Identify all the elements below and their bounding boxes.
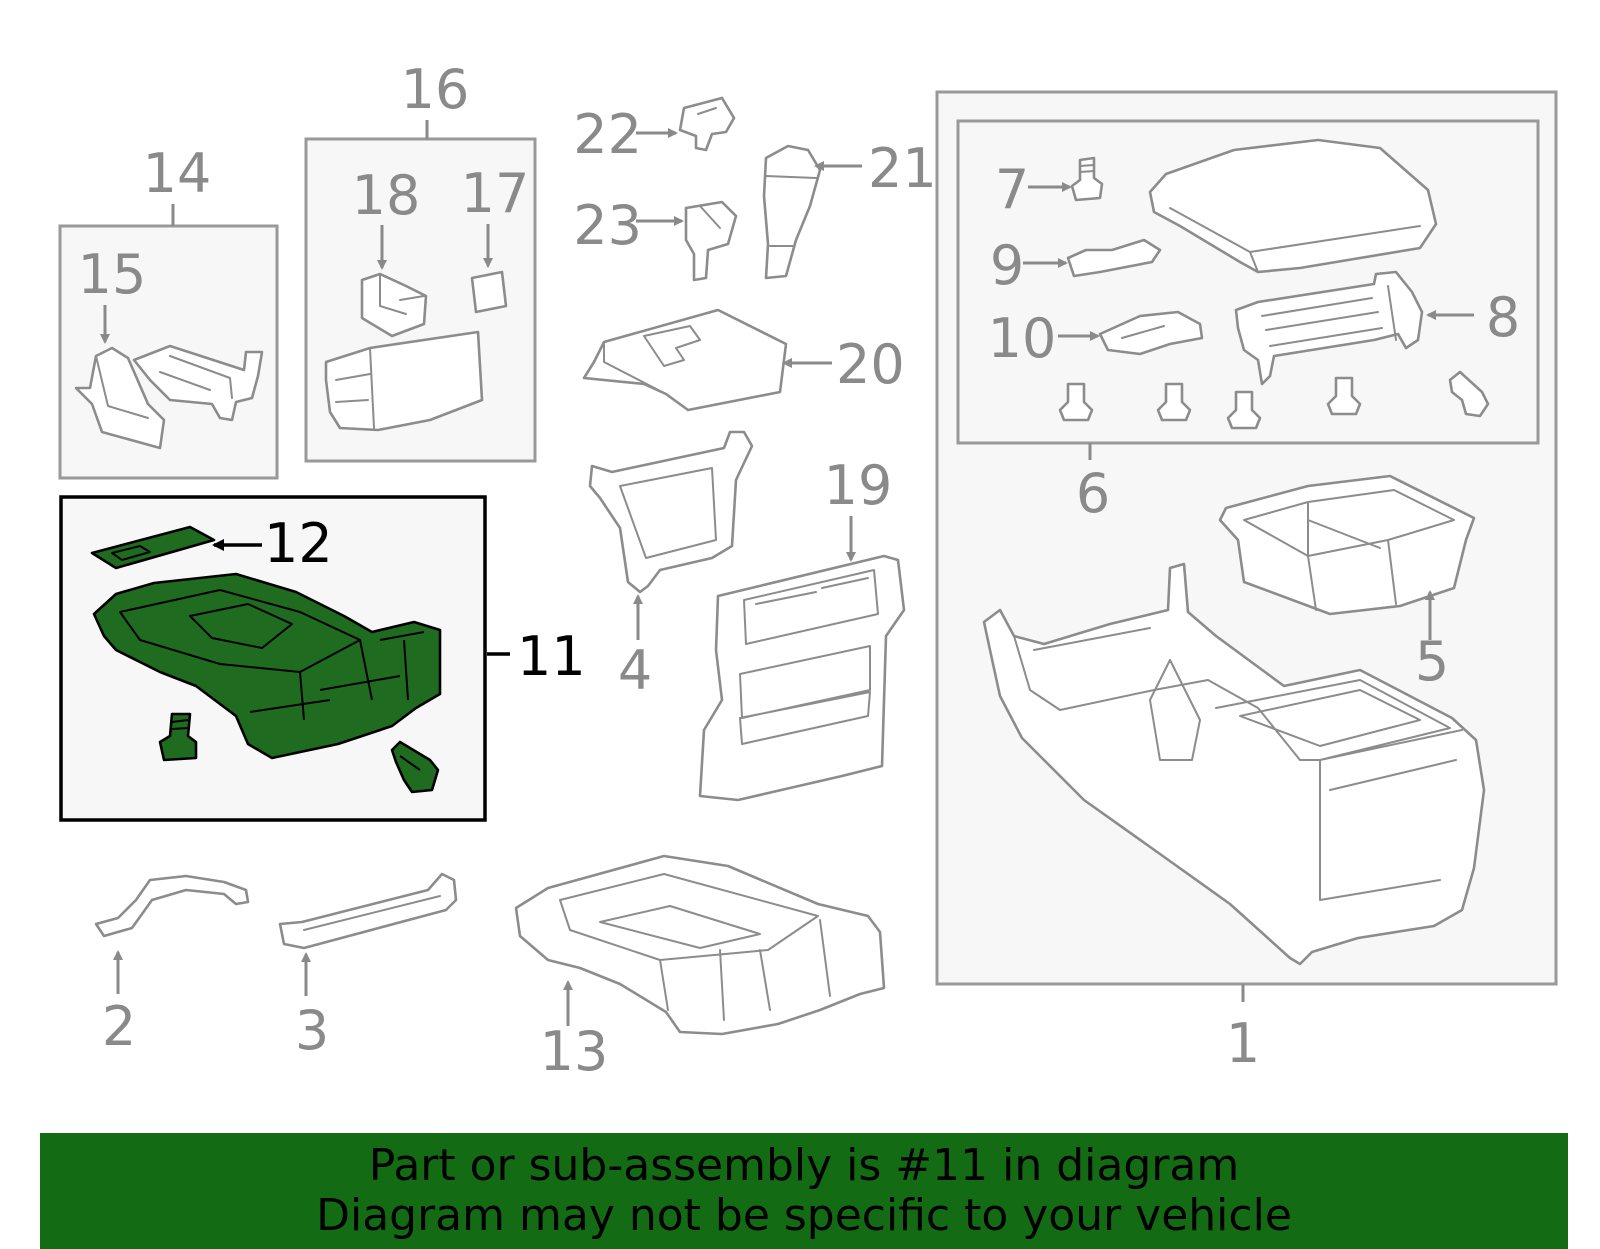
callout-19: 19 xyxy=(824,454,893,517)
callout-3: 3 xyxy=(295,999,329,1062)
banner-line-1: Part or sub-assembly is #11 in diagram xyxy=(368,1140,1240,1191)
info-banner: Part or sub-assembly is #11 in diagram D… xyxy=(40,1133,1568,1249)
part-19-trim-panel xyxy=(698,554,906,802)
part-7-screw xyxy=(1070,156,1104,202)
part-6-screw-5 xyxy=(1448,370,1490,418)
part-13-console-base xyxy=(514,854,886,1036)
callout-21: 21 xyxy=(868,137,937,200)
callout-16: 16 xyxy=(401,58,470,121)
part-11-console-assembly xyxy=(92,572,442,760)
callout-18: 18 xyxy=(352,164,421,227)
callout-1: 1 xyxy=(1226,1012,1260,1075)
part-20-shift-panel xyxy=(582,308,788,412)
part-22-clip xyxy=(678,96,736,152)
callout-7: 7 xyxy=(995,158,1029,221)
callout-12: 12 xyxy=(264,512,333,575)
part-2-bracket xyxy=(94,874,250,938)
part-23-clip xyxy=(684,200,738,282)
callout-5: 5 xyxy=(1415,630,1449,693)
banner-line-2: Diagram may not be specific to your vehi… xyxy=(316,1190,1292,1241)
callout-20: 20 xyxy=(836,333,905,396)
part-armrest-lid xyxy=(1148,138,1438,274)
callout-23: 23 xyxy=(573,194,642,257)
part-5-bin xyxy=(1218,474,1476,616)
part-6-screw-2 xyxy=(1156,382,1192,422)
part-6-screw-1 xyxy=(1058,382,1094,422)
part-6-screw-3 xyxy=(1226,390,1262,430)
part-14-bracket xyxy=(132,344,264,422)
part-18-holder xyxy=(360,272,428,338)
part-6-screw-4 xyxy=(1326,376,1362,416)
part-16-tray xyxy=(324,330,484,432)
callout-4: 4 xyxy=(618,639,652,702)
part-10-plate xyxy=(1098,310,1204,356)
part-15-shift-boot xyxy=(74,346,166,450)
callout-17: 17 xyxy=(461,162,530,225)
part-21-shift-knob xyxy=(762,144,822,280)
part-11-bolt-left xyxy=(158,712,198,762)
callout-13: 13 xyxy=(540,1020,609,1083)
part-9-plate xyxy=(1066,238,1162,278)
callout-14: 14 xyxy=(143,142,212,205)
part-1-console-body xyxy=(982,562,1486,966)
callout-6: 6 xyxy=(1076,462,1110,525)
callout-10: 10 xyxy=(988,307,1057,370)
callout-22: 22 xyxy=(573,103,642,166)
callout-11: 11 xyxy=(517,625,586,688)
callout-9: 9 xyxy=(990,234,1024,297)
part-4-bracket xyxy=(588,430,754,594)
callout-2: 2 xyxy=(102,995,136,1058)
part-8-hinge xyxy=(1234,270,1424,386)
part-3-bracket xyxy=(278,872,458,950)
part-11-bolt-right xyxy=(390,740,440,794)
callout-8: 8 xyxy=(1486,286,1520,349)
part-17-clip xyxy=(470,270,508,314)
callout-15: 15 xyxy=(78,243,147,306)
